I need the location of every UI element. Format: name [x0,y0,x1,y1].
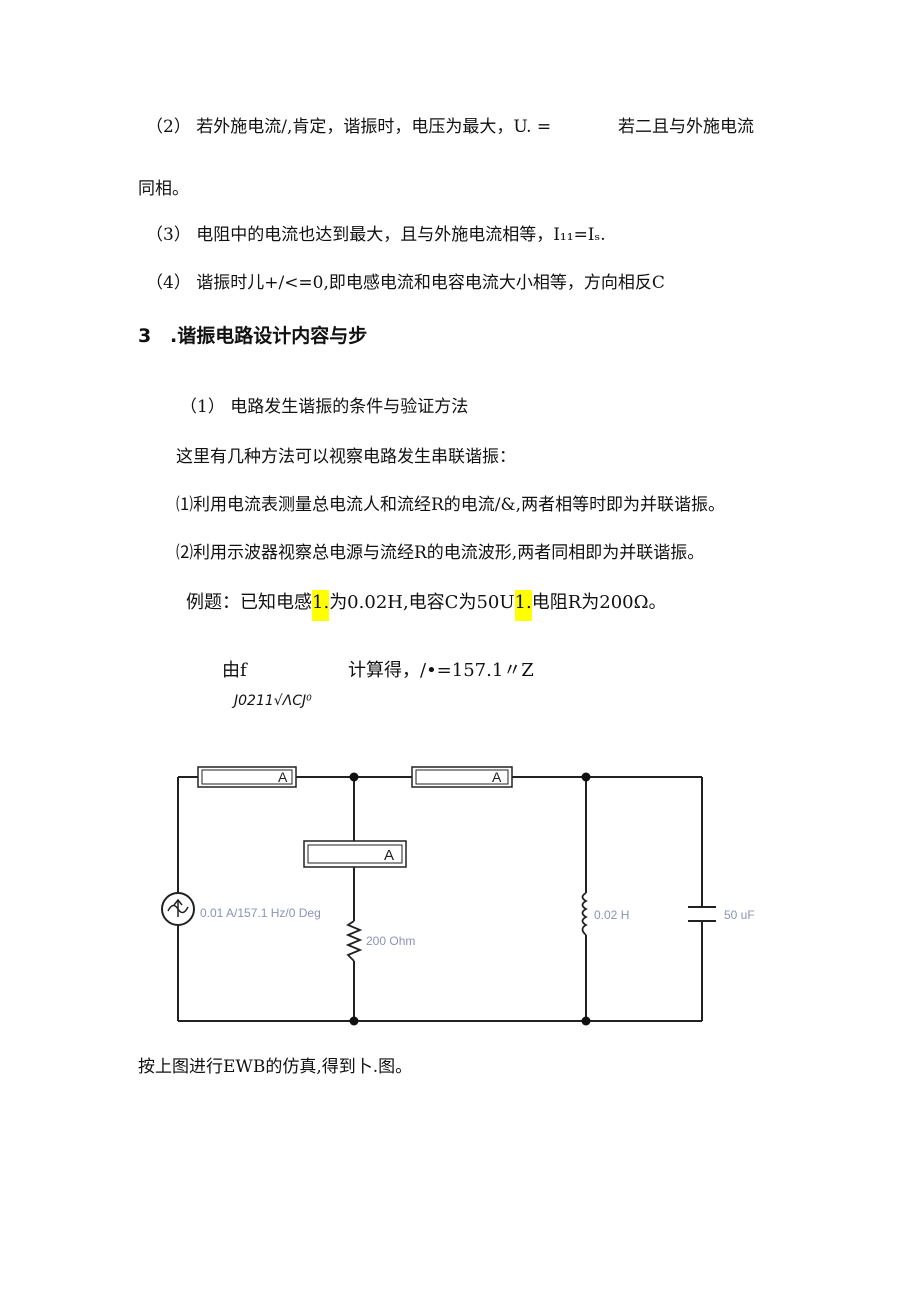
calc-prefix: 由f [222,660,247,681]
circuit-diagram: A A A 0.01 A/157.1 Hz/0 Deg 200 Ohm 0.02… [161,766,755,1026]
section-number: 3 [138,325,152,347]
para-2-line2: 同相。 [138,179,189,199]
calc-result: 计算得，/•=157.1〃Z [348,660,534,681]
example-part-b: 为0.02H,电容C为50U [329,592,515,613]
capacitor: 50 uF [688,906,755,922]
para-2-line1: （2） 若外施电流/,肯定，谐振时，电压为最大，U. = [146,117,552,137]
para-4: （4） 谐振时儿+/<=0,即电感电流和电容电流大小相等，方向相反C [146,273,665,293]
resistor-label: 200 Ohm [366,934,415,948]
intro-text: 这里有几种方法可以视察电路发生串联谐振： [176,447,516,467]
ammeter-3: A [303,840,407,868]
para-2-line1-tail: 若二且与外施电流 [618,117,754,137]
circuit-wires [177,776,703,1022]
method-2: ⑵利用示波器视察总电源与流经R的电流波形,两者同相即为并联谐振。 [176,543,705,563]
capacitor-label: 50 uF [724,908,755,922]
ac-source: 0.01 A/157.1 Hz/0 Deg [161,892,321,926]
resistor: 200 Ohm [345,920,415,962]
after-figure-text: 按上图进行EWB的仿真,得到卜.图。 [138,1057,413,1077]
junction-dots [349,772,591,1026]
ammeter-2-label: A [492,769,502,785]
calc-formula: J0211√ΛCJ⁰ [234,693,312,709]
method-1: ⑴利用电流表测量总电流人和流经R的电流/&,两者相等时即为并联谐振。 [176,495,726,515]
example-line: 例题：已知电感1.为0.02H,电容C为50U1.电阻R为200Ω。 [186,590,667,621]
source-label: 0.01 A/157.1 Hz/0 Deg [200,906,321,920]
inductor-label: 0.02 H [594,908,629,922]
ammeter-1: A [197,766,297,788]
ammeter-3-label: A [384,847,394,864]
example-highlight-2: 1. [514,590,532,621]
inductor: 0.02 H [581,892,629,936]
ammeter-2: A [411,766,513,788]
example-part-a: 例题：已知电感 [186,592,312,613]
ammeter-1-label: A [278,769,288,785]
example-part-c: 电阻R为200Ω。 [531,592,667,613]
para-3: （3） 电阻中的电流也达到最大，且与外施电流相等，I₁₁=Iₛ. [146,225,606,245]
section-heading: .谐振电路设计内容与步 [170,325,368,347]
subsection-1: （1） 电路发生谐振的条件与验证方法 [180,397,469,417]
example-highlight-1: 1. [312,590,330,621]
